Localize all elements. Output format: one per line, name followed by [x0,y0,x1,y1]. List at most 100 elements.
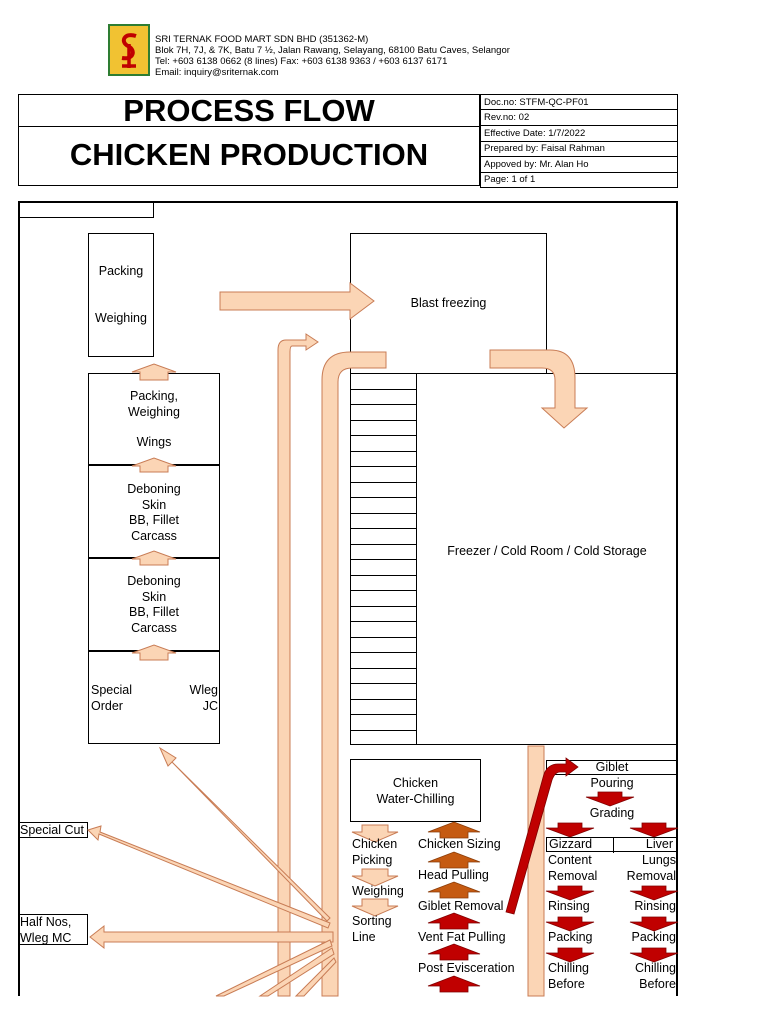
packing-weighing-box: Packing Weighing [88,233,154,357]
arrow-rinsing-left [545,885,595,901]
arrow-vent-fat [427,912,481,930]
approved-by: Appoved by: Mr. Alan Ho [480,157,678,173]
vent-fat-label: Vent Fat Pulling [418,930,506,944]
arrow-packing-left [545,916,595,932]
rinsing-right-label: Rinsing [634,899,676,913]
arrow-chicken-picking [351,824,399,843]
page-number: Page: 1 of 1 [480,172,678,188]
giblet-label: Giblet [595,760,629,774]
arrow-grading-left [545,822,595,838]
rack-row [350,559,417,560]
company-name: SRI TERNAK FOOD MART SDN BHD (351362-M) [155,34,369,45]
deboning-label-2: Deboning Skin BB, Fillet Carcass [127,574,181,635]
giblet-box: Giblet [546,760,678,775]
arrow-chute-to-giblet [505,757,579,915]
arrow-giblet-removal [427,881,481,899]
weighing-label: Weighing [95,311,147,325]
special-cut-label: Special Cut [20,823,84,837]
divider [613,838,614,853]
packing-right-label: Packing [631,930,676,944]
arrow-down-left-3 [294,957,337,997]
effective-date: Effective Date: 1/7/2022 [480,126,678,142]
sorting-line-label: Sorting Line [352,914,392,944]
rack-row [350,698,417,700]
rack-row [350,497,417,498]
chicken-picking-label: Chicken Picking [352,837,398,867]
arrow-up-2 [131,457,177,473]
gizzard-label: Gizzard [549,837,593,851]
chicken-sizing-label: Chicken Sizing [418,837,501,851]
rack-row [350,435,417,436]
arrow-grading-right [629,822,679,838]
company-tel: Tel: +603 6138 0662 (8 lines) Fax: +603 … [155,56,448,67]
company-info: SRI TERNAK FOOD MART SDN BHD (351362-M) … [155,34,510,78]
chilling-right-label: Chilling Before [635,961,676,991]
arrow-head-pulling [427,851,481,869]
arrow-to-blast-freezing [219,282,375,320]
rack-row [350,388,417,390]
head-pulling-label: Head Pulling [418,868,489,882]
grading-label: Grading [589,806,635,820]
rack-row [350,574,417,576]
arrow-to-special-cut [87,825,331,929]
arrow-weighing [351,868,399,887]
rack-row [350,466,417,467]
rack-row [350,636,417,638]
pouring-label: Pouring [590,776,634,790]
giblet-removal-label: Giblet Removal [418,899,504,913]
rack-row [350,528,417,529]
rack-row [350,621,417,622]
corner-cell [18,201,154,218]
page-subtitle: CHICKEN PRODUCTION [69,137,429,172]
half-nos-box: Half Nos, Wleg MC [18,914,88,945]
rev-no: Rev.no: 02 [480,110,678,126]
weighing2-label: Weighing [352,884,404,898]
arrow-sorting [351,898,399,917]
rack-row [350,481,417,483]
rack-row [350,683,417,684]
arrow-conveyor-pipe [321,351,387,997]
rack-row [350,419,417,421]
arrow-rinsing-right [629,885,679,901]
blast-freezing-label: Blast freezing [410,296,487,310]
company-logo [108,24,150,76]
company-email: Email: inquiry@sriternak.com [155,67,279,78]
arrow-pouring [585,791,635,807]
water-chilling-box: Chicken Water-Chilling [350,759,481,822]
arrow-blast-to-freezer [489,349,589,429]
doc-no: Doc.no: STFM-QC-PF01 [480,94,678,110]
packing-weighing-label: Packing, Weighing [128,389,180,419]
special-order-label: Special Order [91,683,132,713]
content-removal-label: Content Removal [548,853,598,883]
deboning-label-1: Deboning Skin BB, Fillet Carcass [127,482,181,543]
wleg-jc-label: Wleg JC [189,683,218,713]
arrow-packing-right [629,916,679,932]
rack-row [350,714,417,715]
packing-left-label: Packing [548,930,593,944]
arrow-up-1 [131,363,177,381]
arrow-bottom-up [427,975,481,993]
prepared-by: Prepared by: Faisal Rahman [480,141,678,157]
arrow-to-special-order [158,746,331,922]
arrow-chilling-left [545,947,595,963]
liver-label: Liver [645,837,673,851]
arrow-chicken-sizing [427,821,481,839]
arrow-down-left-1 [215,939,333,997]
rack-row [350,667,417,669]
gizzard-liver-row: Gizzard Liver [546,837,678,853]
page-title: PROCESS FLOW [19,95,479,127]
arrow-to-half-nos [89,924,334,950]
arrow-post-evisceration [427,943,481,961]
arrow-vertical-hook [277,333,319,997]
wings-label: Wings [136,435,172,449]
water-chilling-label: Chicken Water-Chilling [376,776,455,806]
arrow-up-3 [131,550,177,566]
freezer-label: Freezer / Cold Room / Cold Storage [447,544,647,558]
rack-row [350,590,417,591]
rack-row [350,404,417,405]
packing-label: Packing [98,264,144,278]
st-logo-icon [121,33,137,68]
rack-row [350,450,417,452]
rinsing-left-label: Rinsing [548,899,590,913]
company-address: Blok 7H, 7J, & 7K, Batu 7 ½, Jalan Rawan… [155,45,510,56]
